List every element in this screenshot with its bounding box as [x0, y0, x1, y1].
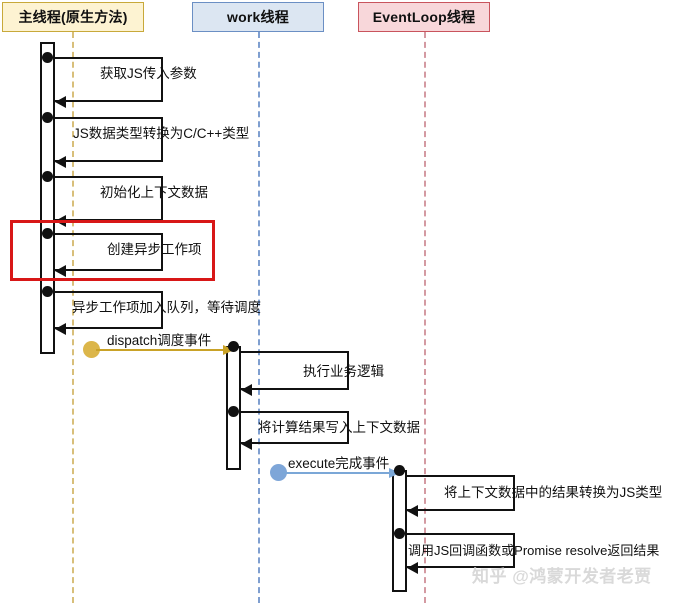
- watermark: 知乎 @鸿蒙开发者老贾: [472, 567, 652, 586]
- message-line-m9: [282, 472, 395, 474]
- message-label-m6: dispatch调度事件: [107, 333, 212, 348]
- lifeline-line-main-thread: [72, 32, 74, 603]
- self-message-loop-m11: [405, 533, 515, 568]
- message-arrowhead-m5: [55, 323, 66, 335]
- lifeline-header-main-thread: 主线程(原生方法): [2, 2, 144, 32]
- self-message-loop-m1: [53, 57, 163, 102]
- message-arrowhead-m1: [55, 96, 66, 108]
- self-message-loop-m7: [239, 351, 349, 390]
- self-message-loop-m5: [53, 291, 163, 329]
- message-arrowhead-m10: [407, 505, 418, 517]
- lifeline-header-work-thread: work线程: [192, 2, 324, 32]
- self-message-loop-m8: [239, 411, 349, 444]
- message-arrowhead-m4: [55, 265, 66, 277]
- message-origin-dot-m8: [228, 406, 239, 417]
- message-origin-dot-m6: [83, 341, 100, 358]
- message-origin-dot-m11: [394, 528, 405, 539]
- message-label-m5: 异步工作项加入队列，等待调度: [72, 300, 261, 315]
- message-label-m1: 获取JS传入参数: [100, 66, 197, 81]
- message-label-m4: 创建异步工作项: [107, 242, 202, 257]
- message-label-m7: 执行业务逻辑: [303, 364, 384, 379]
- message-origin-dot-m9: [270, 464, 287, 481]
- message-arrowhead-m11: [407, 562, 418, 574]
- message-arrowhead-m2: [55, 156, 66, 168]
- message-origin-dot-m3: [42, 171, 53, 182]
- message-label-m3: 初始化上下文数据: [100, 185, 208, 200]
- message-label-m2: JS数据类型转换为C/C++类型: [73, 126, 250, 141]
- lifeline-label-work-thread: work线程: [227, 9, 289, 25]
- message-arrowhead-m7: [241, 384, 252, 396]
- message-target-dot-m6: [228, 341, 239, 352]
- message-arrowhead-m8: [241, 438, 252, 450]
- highlight-box-create-async-work-item: [10, 220, 215, 281]
- message-origin-dot-m5: [42, 286, 53, 297]
- lifeline-header-eventloop-thread: EventLoop线程: [358, 2, 490, 32]
- message-label-m11: 调用JS回调函数或Promise resolve返回结果: [408, 543, 660, 558]
- message-origin-dot-m4: [42, 228, 53, 239]
- message-origin-dot-m2: [42, 112, 53, 123]
- message-line-m6: [96, 349, 229, 351]
- message-label-m9: execute完成事件: [288, 456, 390, 471]
- message-label-m8: 将计算结果写入上下文数据: [258, 420, 420, 435]
- self-message-loop-m10: [405, 475, 515, 511]
- self-message-loop-m4: [53, 233, 163, 271]
- message-origin-dot-m1: [42, 52, 53, 63]
- lifeline-line-eventloop-thread: [424, 32, 426, 603]
- message-target-dot-m9: [394, 465, 405, 476]
- self-message-loop-m2: [53, 117, 163, 162]
- lifeline-line-work-thread: [258, 32, 260, 603]
- message-label-m10: 将上下文数据中的结果转换为JS类型: [444, 485, 663, 500]
- lifeline-label-main-thread: 主线程(原生方法): [18, 9, 128, 25]
- lifeline-label-eventloop-thread: EventLoop线程: [372, 9, 476, 25]
